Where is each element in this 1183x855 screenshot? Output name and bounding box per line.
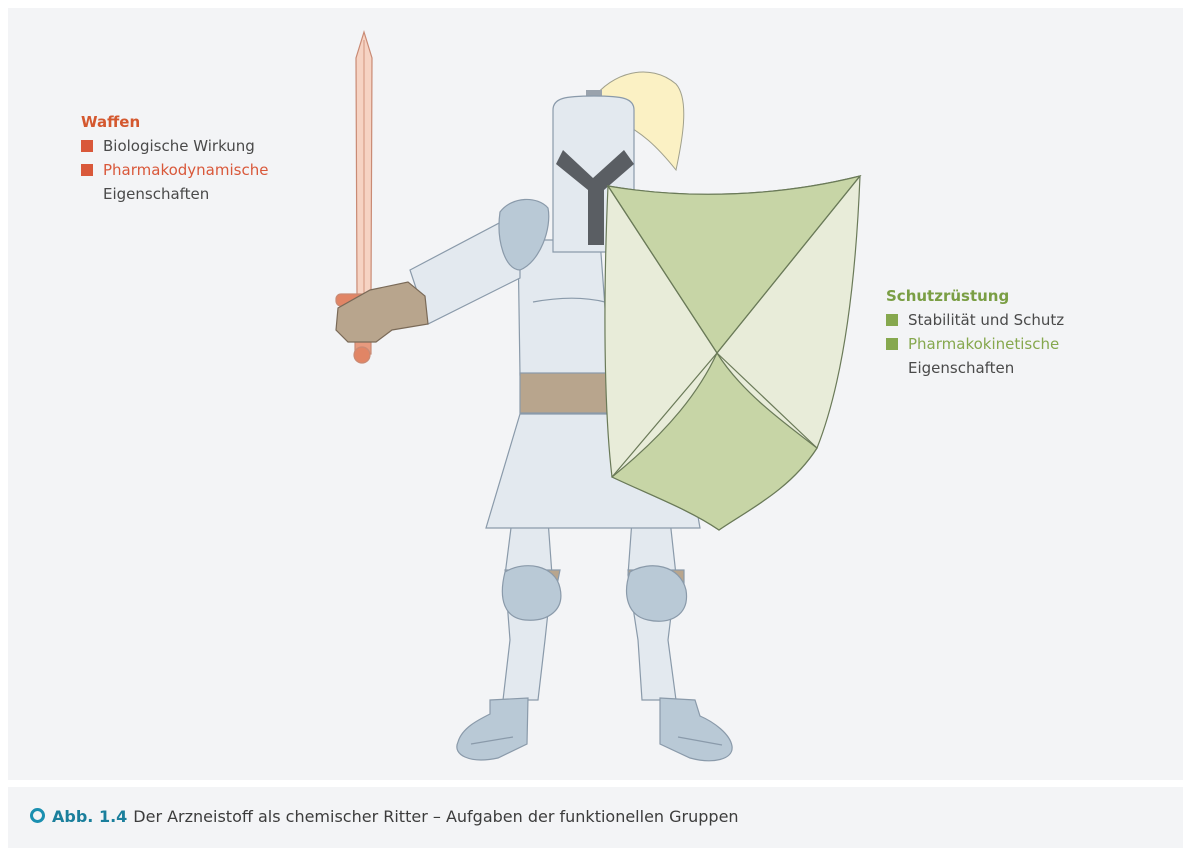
legend-armor-item: Stabilität und Schutz [886, 308, 1064, 332]
square-bullet-icon [886, 314, 898, 326]
legend-weapons: Waffen Biologische Wirkung Pharmakodynam… [81, 110, 268, 206]
legend-armor-continuation: Eigenschaften [886, 356, 1064, 380]
legend-weapons-continuation: Eigenschaften [81, 182, 268, 206]
caption-text: Der Arzneistoff als chemischer Ritter – … [133, 807, 738, 826]
square-bullet-icon [81, 140, 93, 152]
square-bullet-icon [81, 164, 93, 176]
belt [520, 373, 608, 413]
caption-bar: Abb. 1.4 Der Arzneistoff als chemischer R… [8, 787, 1183, 848]
legend-weapons-heading: Waffen [81, 110, 268, 134]
shield [605, 176, 860, 530]
legend-armor-heading: Schutzrüstung [886, 284, 1064, 308]
figure-caption: Abb. 1.4 Der Arzneistoff als chemischer R… [30, 807, 739, 826]
gauntlet [336, 282, 428, 342]
legend-armor: Schutzrüstung Stabilität und Schutz Phar… [886, 284, 1064, 380]
circle-bullet-icon [30, 808, 45, 823]
legs [457, 520, 732, 761]
legend-weapons-item: Pharmakodynamische [81, 158, 268, 182]
legend-weapons-item: Biologische Wirkung [81, 134, 268, 158]
square-bullet-icon [886, 338, 898, 350]
legend-armor-item: Pharmakokinetische [886, 332, 1064, 356]
figure-number: Abb. 1.4 [52, 807, 127, 826]
